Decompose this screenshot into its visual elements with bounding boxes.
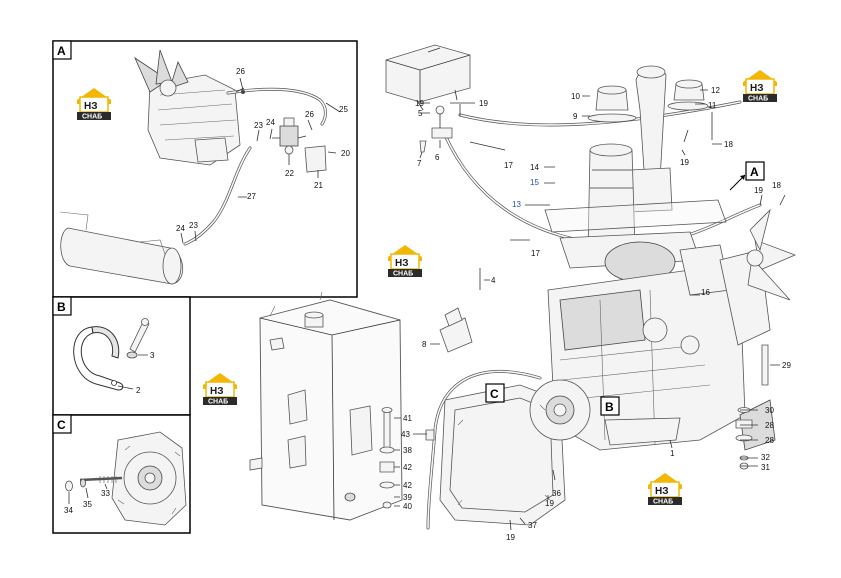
main-label-c: C bbox=[490, 387, 499, 401]
watermark-logo: НЗ СНАБ bbox=[77, 88, 111, 121]
callout-number: 17 bbox=[531, 249, 540, 258]
callout-number: 3 bbox=[150, 351, 155, 360]
detail-panel-c: C 34 35 33 bbox=[52, 414, 191, 534]
callout-number: 21 bbox=[314, 181, 323, 190]
top-box bbox=[385, 44, 471, 111]
bolt-3 bbox=[126, 318, 150, 359]
tank-mounts bbox=[379, 407, 435, 509]
callout-number: 9 bbox=[573, 112, 578, 121]
svg-text:СНАБ: СНАБ bbox=[82, 114, 102, 121]
svg-text:НЗ: НЗ bbox=[750, 83, 764, 94]
callout-number: 7 bbox=[417, 159, 422, 168]
callout-number: 12 bbox=[711, 86, 720, 95]
callout-number: 24 bbox=[266, 118, 275, 127]
svg-text:НЗ: НЗ bbox=[395, 258, 409, 269]
callout-number: 33 bbox=[101, 489, 110, 498]
callout-number: 42 bbox=[403, 481, 412, 490]
svg-text:СНАБ: СНАБ bbox=[208, 399, 228, 406]
callout-number: 28 bbox=[765, 436, 774, 445]
cap-10 bbox=[587, 85, 637, 123]
callout-number: 19 bbox=[479, 99, 488, 108]
callout-number: 18 bbox=[724, 140, 733, 149]
callout-number: 17 bbox=[504, 161, 513, 170]
throttle-lever bbox=[439, 307, 473, 353]
panel-b-letter: B bbox=[57, 300, 66, 314]
callout-number: 30 bbox=[765, 406, 774, 415]
callout-number: 2 bbox=[136, 386, 141, 395]
callout-number: 23 bbox=[254, 121, 263, 130]
callout-number: 14 bbox=[530, 163, 539, 172]
tank-sketch-a bbox=[59, 211, 184, 285]
leader-lines bbox=[394, 89, 786, 531]
callout-number: 39 bbox=[403, 493, 412, 502]
callout-number: 32 bbox=[761, 453, 770, 462]
watermark-logo: НЗ СНАБ bbox=[203, 373, 237, 406]
callout-number: 28 bbox=[765, 421, 774, 430]
clamp-2 bbox=[73, 326, 124, 391]
detail-panel-b: B 3 2 bbox=[52, 296, 191, 416]
svg-text:СНАБ: СНАБ bbox=[748, 96, 768, 103]
fuel-tank bbox=[249, 291, 403, 521]
callout-number: 31 bbox=[761, 463, 770, 472]
callout-number: 5 bbox=[418, 109, 423, 118]
engine-mounts bbox=[735, 344, 769, 470]
callout-number: 20 bbox=[341, 149, 350, 158]
callout-number: 38 bbox=[403, 446, 412, 455]
valve-22 bbox=[272, 117, 307, 155]
callout-number: 23 bbox=[189, 221, 198, 230]
callout-number: 10 bbox=[571, 92, 580, 101]
callout-number: 19 bbox=[545, 499, 554, 508]
flywheel-housing-sketch bbox=[111, 431, 187, 526]
callout-number: 19 bbox=[680, 158, 689, 167]
callout-number: 22 bbox=[285, 169, 294, 178]
cooling-fan bbox=[746, 208, 797, 301]
callout-number: 18 bbox=[772, 181, 781, 190]
detail-panel-a: A bbox=[52, 40, 358, 298]
svg-text:НЗ: НЗ bbox=[655, 486, 669, 497]
cap-12 bbox=[667, 79, 709, 111]
callout-number: 34 bbox=[64, 506, 73, 515]
panel-a-letter: A bbox=[57, 44, 66, 58]
callout-number: 35 bbox=[83, 500, 92, 509]
callout-number: 37 bbox=[528, 521, 537, 530]
flywheel-housing bbox=[439, 379, 591, 526]
callout-number: 13 bbox=[512, 200, 521, 209]
callout-number: 40 bbox=[403, 502, 412, 511]
callout-number: 8 bbox=[422, 340, 427, 349]
callout-number: 27 bbox=[247, 192, 256, 201]
callout-number: 11 bbox=[708, 101, 717, 110]
callout-number: 1 bbox=[670, 449, 675, 458]
exhaust-pipe bbox=[627, 65, 673, 213]
callout-number: 26 bbox=[305, 110, 314, 119]
callout-number: 26 bbox=[236, 67, 245, 76]
callout-number: 42 bbox=[403, 463, 412, 472]
callout-number: 6 bbox=[435, 153, 440, 162]
bolt-33 bbox=[65, 476, 123, 492]
main-label-b: B bbox=[605, 400, 614, 414]
svg-text:СНАБ: СНАБ bbox=[393, 271, 413, 278]
svg-text:НЗ: НЗ bbox=[210, 386, 224, 397]
callout-number: 43 bbox=[401, 430, 410, 439]
svg-text:СНАБ: СНАБ bbox=[653, 499, 673, 506]
callout-number: 29 bbox=[782, 361, 791, 370]
callout-number: 41 bbox=[403, 414, 412, 423]
svg-text:НЗ: НЗ bbox=[84, 101, 98, 112]
main-label-a: A bbox=[750, 165, 759, 179]
callout-number: 24 bbox=[176, 224, 185, 233]
callout-number: 19 bbox=[754, 186, 763, 195]
callout-number: 19 bbox=[415, 99, 424, 108]
callout-number: 4 bbox=[491, 276, 496, 285]
watermark-logo: НЗ СНАБ bbox=[743, 70, 777, 103]
callout-number: 36 bbox=[552, 489, 561, 498]
watermark-logo: НЗ СНАБ bbox=[388, 245, 422, 278]
callout-number: 19 bbox=[506, 533, 515, 542]
callout-number: 16 bbox=[701, 288, 710, 297]
callout-number: 15 bbox=[530, 178, 539, 187]
callout-number: 25 bbox=[339, 105, 348, 114]
watermark-logo: НЗ СНАБ bbox=[648, 473, 682, 506]
panel-c-letter: C bbox=[57, 418, 66, 432]
mount-brackets bbox=[419, 104, 461, 153]
engine-sketch-a bbox=[134, 49, 241, 166]
